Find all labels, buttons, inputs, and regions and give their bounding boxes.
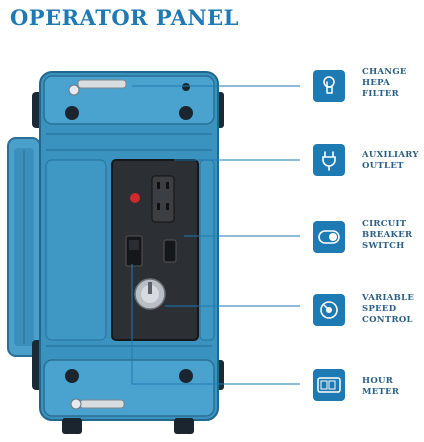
callout-variable-speed-control: VARIABLE SPEED CONTROL: [362, 293, 415, 325]
speed-dial-icon: [320, 301, 338, 319]
hour-meter-icon: [317, 377, 341, 393]
variable-speed-icon-box: [313, 294, 345, 326]
callout-auxiliary-outlet: AUXILIARY OUTLET: [362, 150, 419, 171]
change-filter-icon-box: [313, 70, 345, 102]
outlet: [151, 175, 175, 223]
toggle-switch-icon: [318, 230, 340, 244]
hour-meter-icon-box: [313, 369, 345, 401]
hand-press-icon: [323, 76, 335, 94]
auxiliary-outlet-icon-box: [313, 144, 345, 176]
control-panel: [111, 159, 199, 341]
callout-circuit-breaker-switch: CIRCUIT BREAKER SWITCH: [362, 219, 413, 251]
page-title: OPERATOR PANEL: [10, 5, 239, 30]
plug-icon: [322, 151, 336, 171]
reset-button: [130, 193, 140, 203]
callout-change-hepa-filter: CHANGE HEPA FILTER: [362, 67, 407, 99]
air-scrubber-illustration: [7, 71, 300, 434]
callout-hour-meter: HOUR METER: [362, 376, 400, 397]
circuit-breaker-icon-box: [313, 221, 345, 253]
bottom-latch: [70, 398, 125, 410]
top-latch: [68, 79, 127, 96]
